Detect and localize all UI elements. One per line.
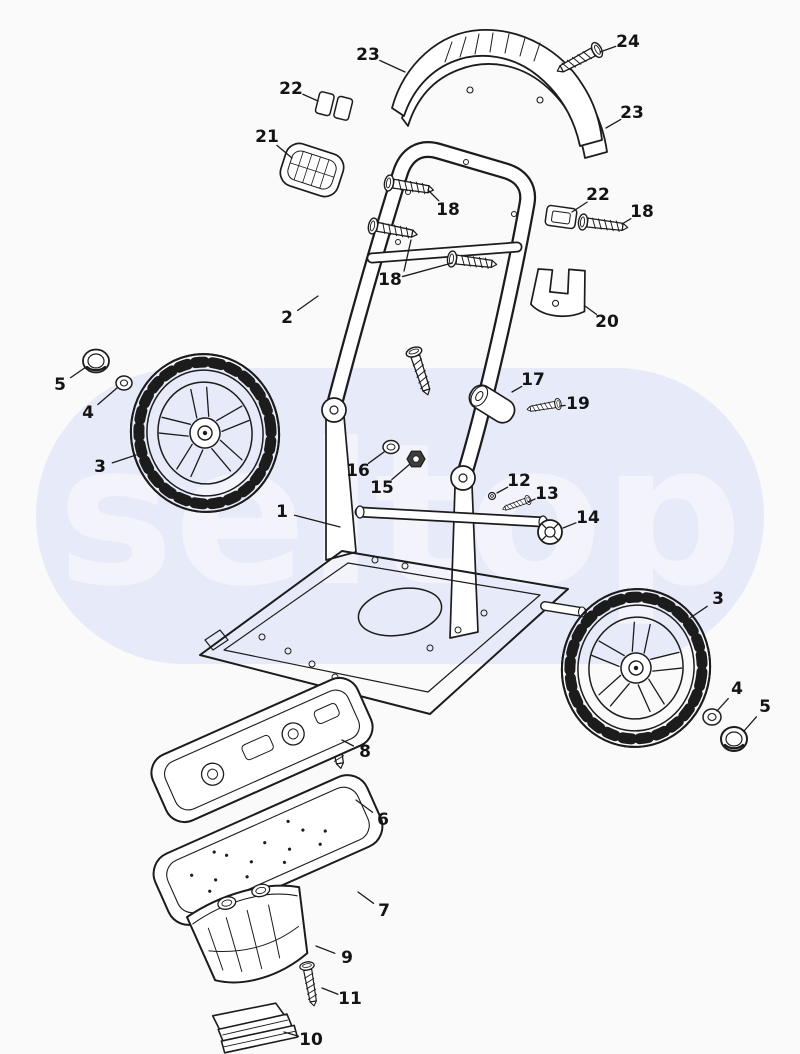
leader-line-18-7 [621, 218, 632, 225]
base-platform-1 [199, 550, 587, 715]
leader-line-15-17 [391, 463, 411, 481]
leader-fork-18 [403, 239, 412, 272]
leader-line-22-6 [571, 201, 588, 213]
cross-rod [354, 505, 549, 529]
strut-left [321, 397, 357, 561]
wheel-right-3 [552, 579, 721, 756]
leader-line-18-8 [401, 262, 453, 278]
tank-9 [186, 883, 309, 984]
washer-4-left [115, 375, 133, 391]
screw-18-d [404, 344, 437, 398]
washer-4-right [702, 708, 722, 726]
leader-line-3-15 [111, 454, 137, 464]
leader-line-5-11 [70, 366, 87, 379]
housing-plate-6 [150, 676, 374, 824]
leader-line-7-27 [357, 891, 375, 904]
screw-18-e [576, 212, 630, 237]
screw-13 [500, 494, 533, 515]
leader-line-1-20 [293, 514, 341, 528]
frame-crossbar [366, 241, 523, 264]
screw-11 [298, 960, 322, 1008]
leader-line-21-3 [276, 144, 293, 159]
washer-12 [487, 491, 497, 501]
hex-nut-15 [406, 450, 426, 468]
cylinder-17 [468, 384, 516, 424]
leader-line-16-16 [367, 451, 385, 464]
hub-cap-5-left [82, 348, 110, 374]
leader-line-17-12 [511, 385, 523, 393]
knob-14 [537, 519, 563, 545]
leader-line-4-13 [97, 387, 118, 406]
leader-line-8-25 [341, 739, 355, 747]
hub-cap-5-right [720, 726, 748, 752]
leader-line-14-21 [562, 522, 577, 529]
leader-line-19-14 [559, 404, 566, 407]
frame-tube-2 [324, 141, 537, 485]
leader-line-9-28 [315, 945, 336, 954]
clip-22-upper [314, 91, 354, 121]
leader-line-12-18 [496, 486, 509, 494]
leader-lines [70, 45, 758, 1037]
grip-pad-21 [279, 142, 345, 198]
strut-right [449, 465, 479, 639]
screw-19 [525, 397, 563, 416]
leader-line-10-30 [283, 1031, 300, 1037]
leader-line-23-4 [605, 118, 622, 129]
clip-22-right [544, 204, 578, 230]
foot-10 [211, 1002, 299, 1054]
leader-line-20-10 [584, 305, 598, 316]
leader-line-22-2 [302, 93, 319, 102]
leader-line-24-1 [599, 45, 617, 53]
leader-line-13-19 [527, 498, 536, 503]
leader-line-23-0 [379, 59, 406, 73]
bracket-20 [529, 268, 586, 318]
bushing-16 [382, 439, 400, 455]
leader-line-4-23 [716, 697, 729, 712]
leader-line-11-29 [321, 987, 339, 995]
leader-line-18-5 [427, 189, 440, 202]
handle-shell-front [391, 29, 603, 147]
leader-line-5-24 [743, 716, 758, 732]
wheel-left-3 [121, 344, 290, 521]
leader-line-2-9 [296, 295, 319, 312]
leader-line-3-22 [689, 605, 708, 619]
leader-line-6-26 [355, 799, 374, 813]
